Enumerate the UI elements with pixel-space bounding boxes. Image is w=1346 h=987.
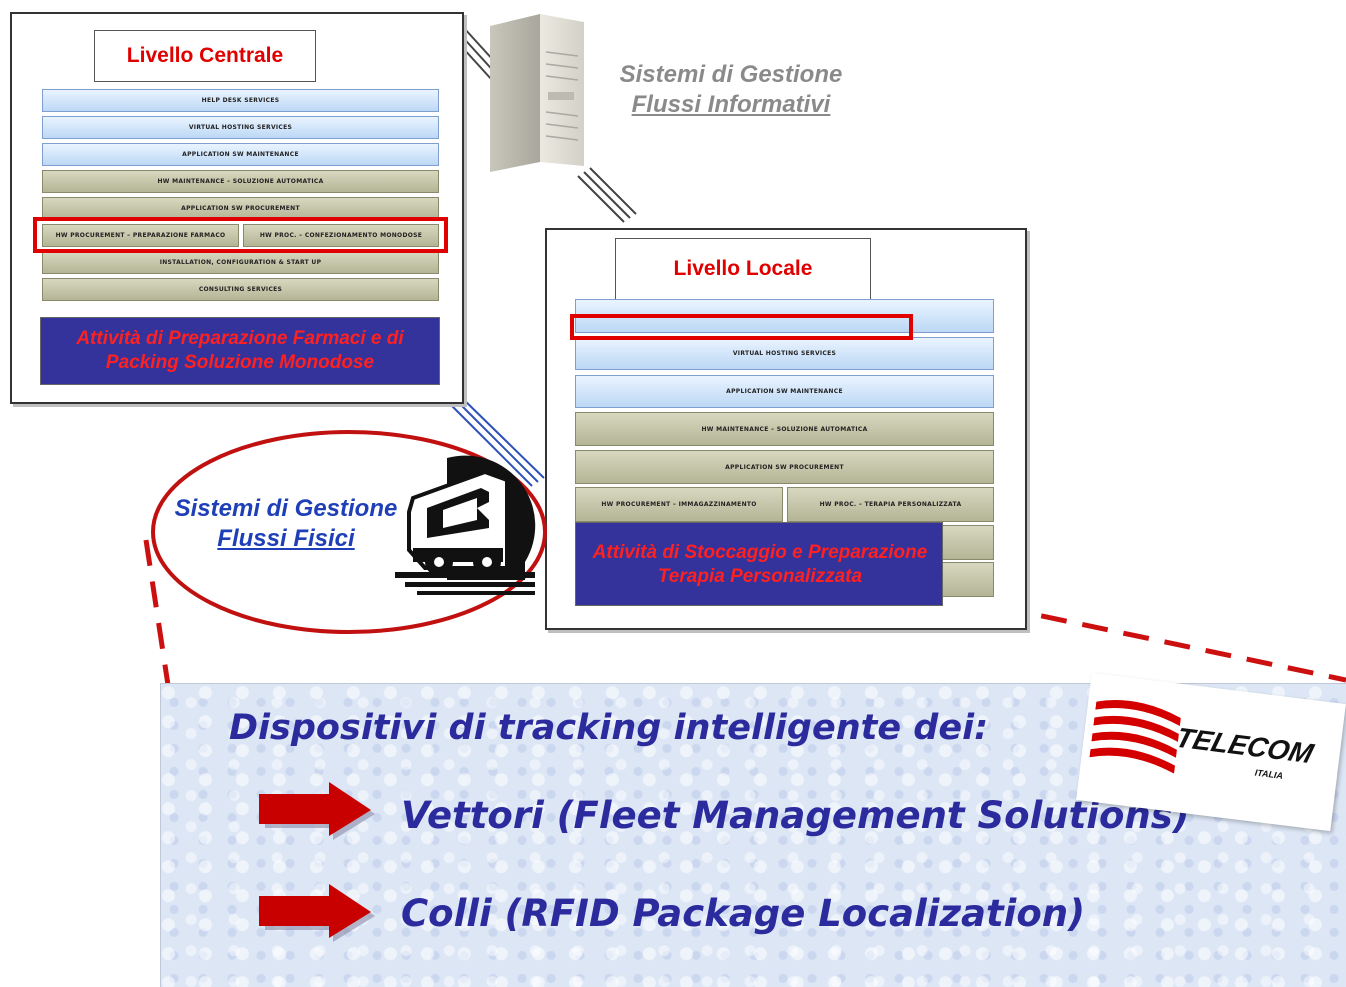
tracking-devices-box: Dispositivi di tracking intelligente dei… xyxy=(160,672,1346,987)
service-hw-proc-monodose: HW PROC. – CONFEZIONAMENTO MONODOSE xyxy=(243,224,439,247)
central-activity-box: Attività di Preparazione Farmaci e di Pa… xyxy=(40,317,440,385)
central-level-title: Livello Centrale xyxy=(94,30,316,82)
telecom-italia-logo: TELECOM ITALIA xyxy=(1076,672,1346,832)
service-consulting: CONSULTING SERVICES xyxy=(42,278,439,301)
service-app-sw-maintenance: APPLICATION SW MAINTENANCE xyxy=(42,143,439,166)
central-level-panel: Livello Centrale HELP DESK SERVICES VIRT… xyxy=(10,12,464,404)
service-virtual-hosting: VIRTUAL HOSTING SERVICES xyxy=(42,116,439,139)
service-app-sw-procurement-local: APPLICATION SW PROCUREMENT xyxy=(575,450,994,484)
local-activity-box: Attività di Stoccaggio e Preparazione Te… xyxy=(575,522,943,606)
right-arrow-icon xyxy=(259,884,375,942)
central-highlight-box xyxy=(33,217,448,253)
tracking-item-colli: Colli (RFID Package Localization) xyxy=(401,892,1086,935)
telecom-waves-icon xyxy=(1089,700,1181,774)
physical-flows-caption: Sistemi di Gestione Flussi Fisici xyxy=(150,494,422,554)
local-highlight-box xyxy=(570,314,913,340)
service-help-desk: HELP DESK SERVICES xyxy=(42,89,439,112)
server-tower-icon xyxy=(490,14,584,172)
service-hw-maintenance: HW MAINTENANCE – SOLUZIONE AUTOMATICA xyxy=(42,170,439,193)
local-level-title: Livello Locale xyxy=(615,238,871,300)
service-virtual-hosting-local: VIRTUAL HOSTING SERVICES xyxy=(575,337,994,370)
physical-flows-line2: Flussi Fisici xyxy=(217,525,355,552)
service-hw-procurement-local: HW PROCUREMENT – IMMAGAZZINAMENTO xyxy=(575,487,783,522)
service-hw-proc-terapia: HW PROC. – TERAPIA PERSONALIZZATA xyxy=(787,487,994,522)
info-flows-line2: Flussi Informativi xyxy=(631,91,831,118)
truck-connector xyxy=(447,395,545,487)
local-activity-text: Attività di Stoccaggio e Preparazione Te… xyxy=(592,542,928,587)
service-hw-procurement: HW PROCUREMENT – PREPARAZIONE FARMACO xyxy=(42,224,239,247)
service-hw-maintenance-local: HW MAINTENANCE – SOLUZIONE AUTOMATICA xyxy=(575,412,994,446)
local-level-panel: Livello Locale VIRTUAL HOSTING SERVICES … xyxy=(545,228,1027,630)
tracking-heading: Dispositivi di tracking intelligente dei… xyxy=(229,708,989,748)
physical-flows-line1: Sistemi di Gestione xyxy=(174,495,398,522)
server-connector-bottom xyxy=(577,167,637,223)
service-app-sw-maintenance-local: APPLICATION SW MAINTENANCE xyxy=(575,375,994,408)
tracking-item-vettori: Vettori (Fleet Management Solutions) xyxy=(401,794,1190,837)
service-installation: INSTALLATION, CONFIGURATION & START UP xyxy=(42,251,439,274)
info-flows-caption: Sistemi di Gestione Flussi Informativi xyxy=(586,60,876,120)
physical-flows-oval xyxy=(151,430,547,634)
right-arrow-icon xyxy=(259,782,375,840)
truck-icon xyxy=(395,455,536,595)
info-flows-line1: Sistemi di Gestione xyxy=(619,61,843,88)
